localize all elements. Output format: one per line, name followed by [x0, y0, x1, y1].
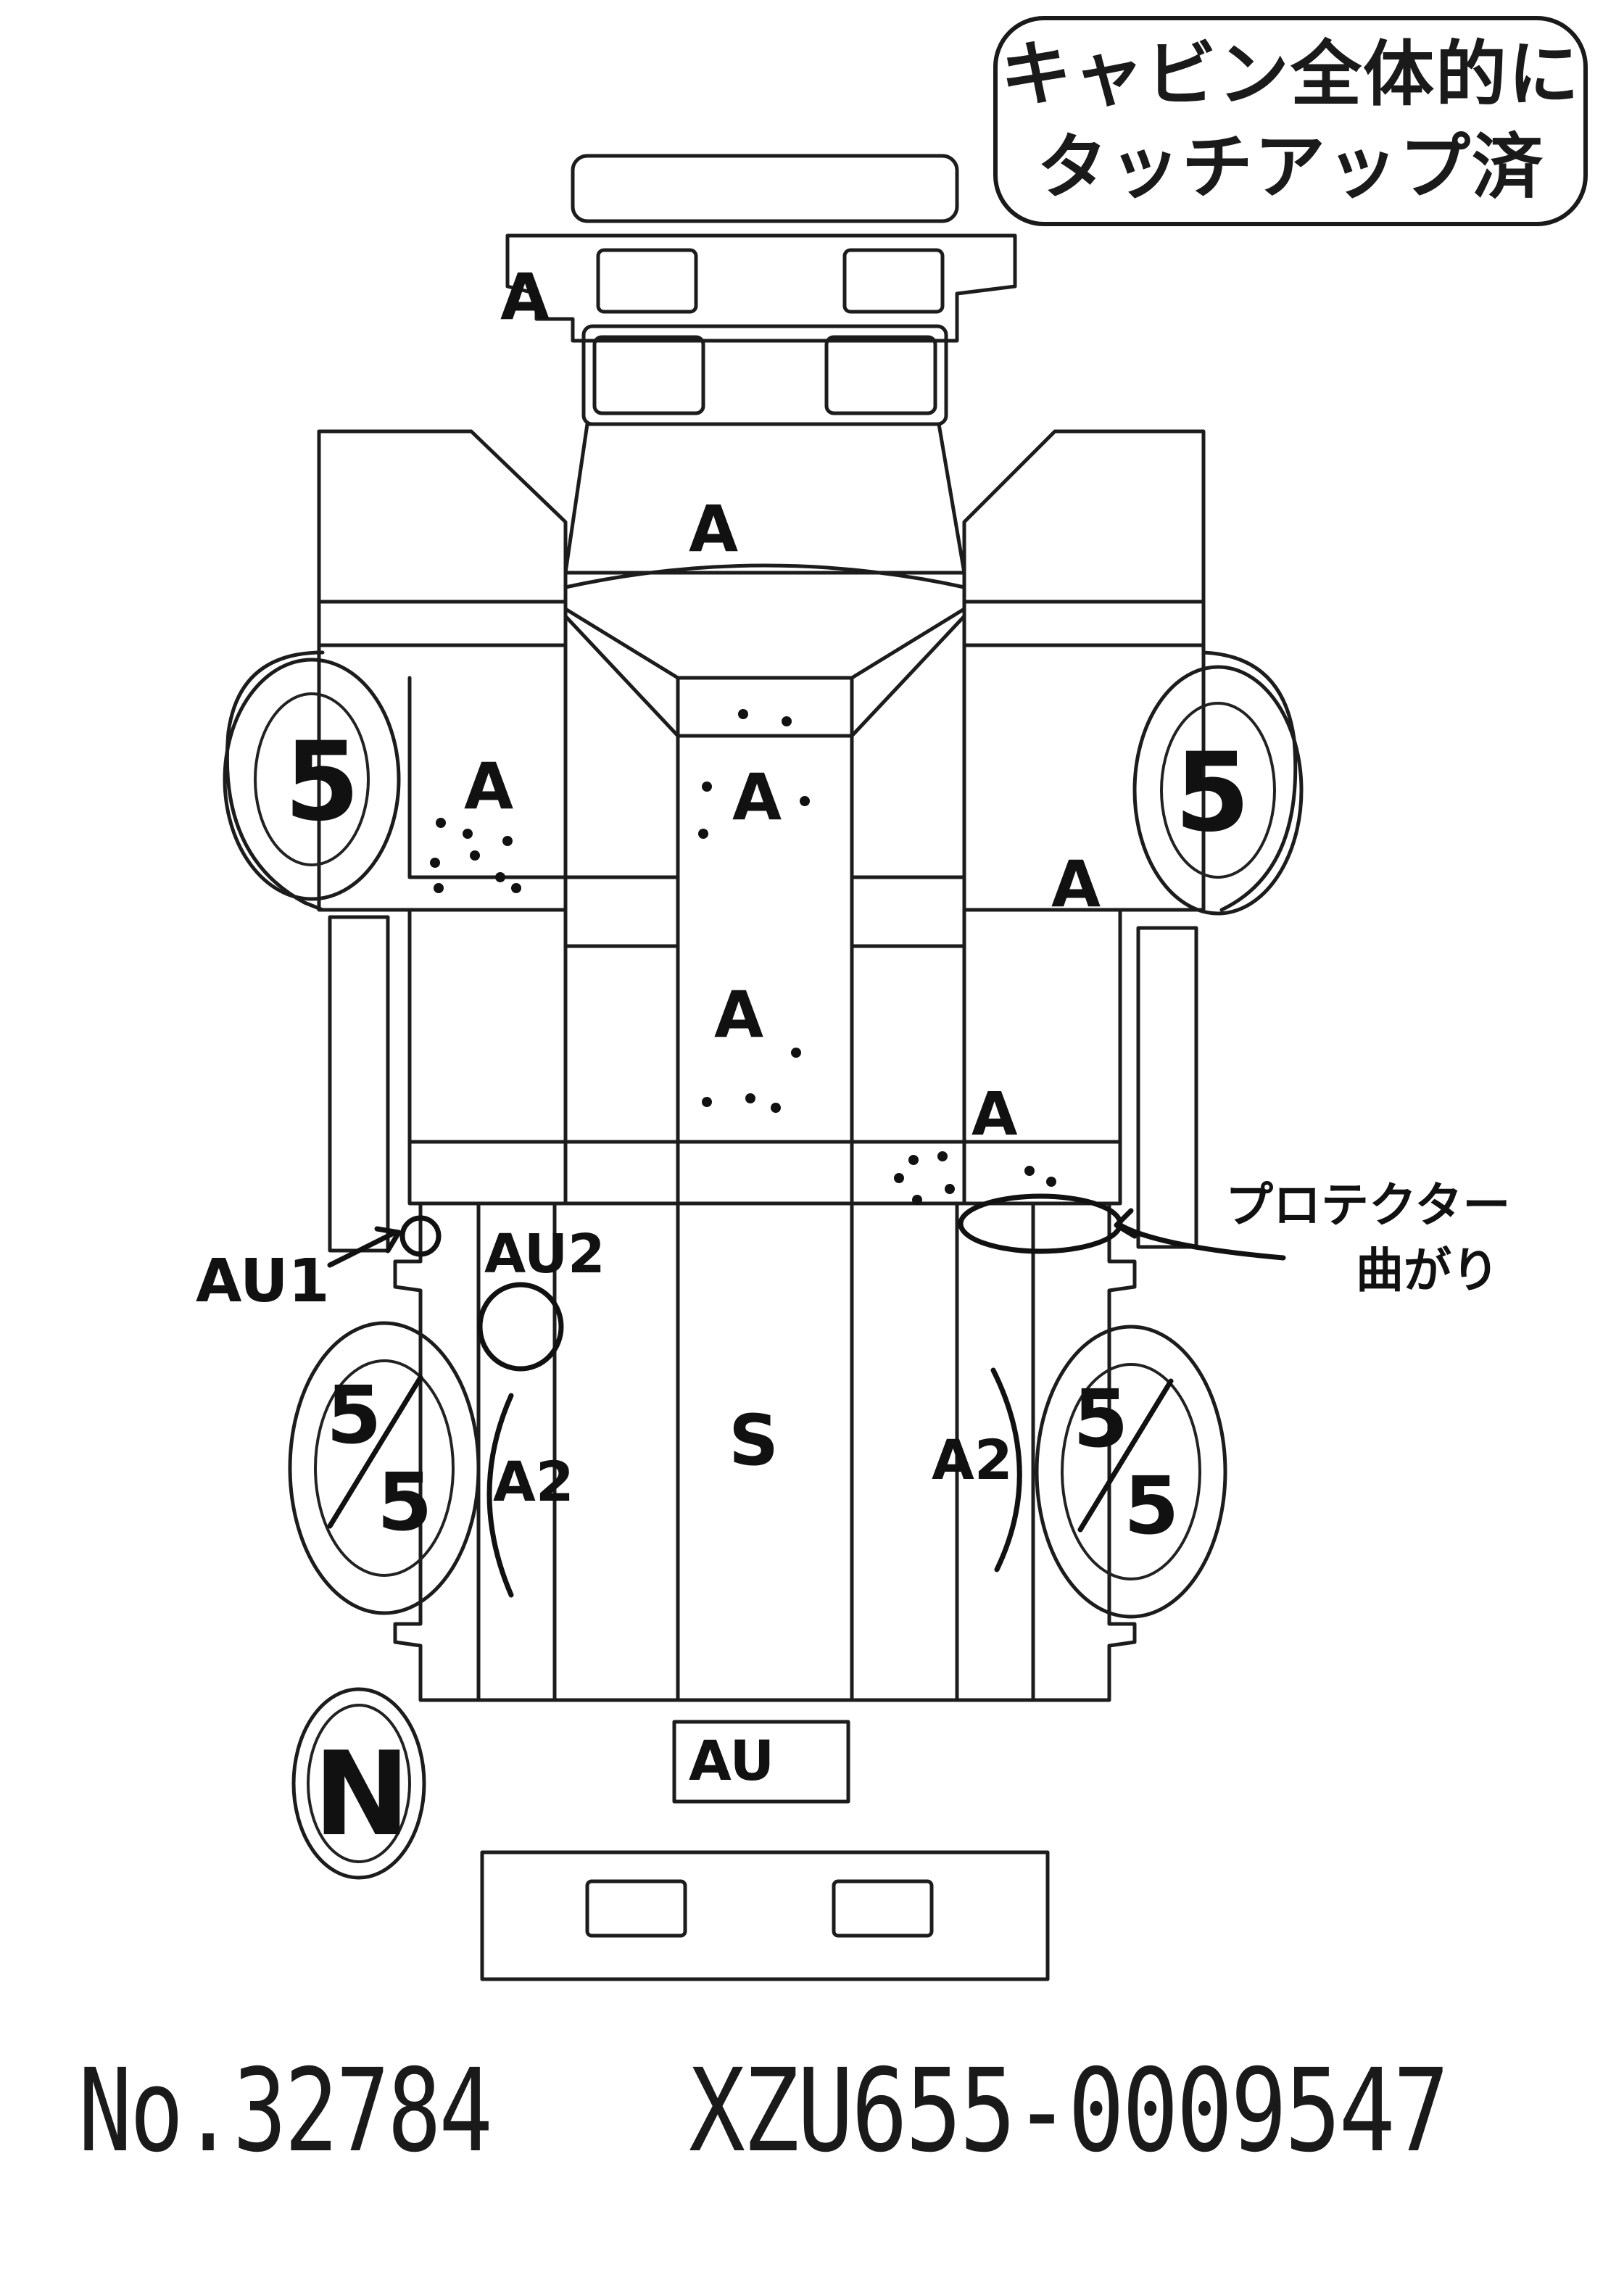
- right-door-window: [1136, 926, 1198, 1249]
- mark-floor: A: [714, 977, 763, 1052]
- left-rear-tire[interactable]: [288, 1321, 481, 1615]
- chassis-number: XZU655-0009547: [689, 2044, 1449, 2178]
- right-front-tire[interactable]: [1132, 665, 1304, 916]
- mark-spare: N: [313, 1726, 410, 1862]
- note-line-2: タッチアップ済: [1036, 126, 1544, 209]
- mark-hood: A: [689, 492, 738, 566]
- cab-right-panel: [962, 429, 1206, 604]
- spare-tire[interactable]: [291, 1687, 426, 1880]
- cab-touchup-note: キャビン全体的に タッチアップ済: [993, 16, 1588, 226]
- mark-front-bumper: A: [500, 260, 550, 334]
- mark-bed: S: [729, 1400, 779, 1481]
- mark-right-front-tire: 5: [1174, 730, 1250, 856]
- cab-right-side: [962, 643, 1206, 1144]
- mark-protector: A: [972, 1080, 1018, 1149]
- front-grille: [571, 154, 959, 223]
- front-bumper: [505, 233, 1017, 343]
- paint-dots: [430, 709, 1056, 1205]
- mark-left-step: AU2: [484, 1223, 605, 1285]
- mark-left-front-tire: 5: [284, 719, 360, 845]
- cab-roof: [563, 607, 680, 879]
- mark-right-rear-fender: A2: [932, 1427, 1013, 1492]
- front-lamp-left: [596, 248, 698, 314]
- hood: [563, 422, 966, 575]
- left-door-window: [328, 915, 390, 1253]
- mark-left-rear-tire-bottom: 5: [377, 1456, 433, 1549]
- protector-note-line1: プロテクター: [1225, 1177, 1510, 1233]
- mark-left-rear-fender: A2: [493, 1449, 574, 1514]
- headlight-right: [824, 335, 937, 415]
- mark-right-rear-tire-top: 5: [1073, 1372, 1129, 1465]
- floor-beam: [407, 1140, 1122, 1206]
- bed-frame: [393, 1201, 1137, 1702]
- rear-bumper: [480, 1850, 1050, 1981]
- note-line-1: キャビン全体的に: [1000, 33, 1580, 116]
- mark-right-rear-tire-bottom: 5: [1124, 1459, 1180, 1552]
- rear-lamp-left: [585, 1879, 687, 1938]
- cab-left-panel: [317, 429, 568, 604]
- windshield: [563, 585, 966, 680]
- footer: No.32784 XZU655-0009547: [0, 2044, 1624, 2189]
- mark-cab-left: A: [464, 749, 513, 824]
- front-lamp-right: [842, 248, 945, 314]
- right-rear-tire[interactable]: [1035, 1325, 1227, 1619]
- protector-note-line2: 曲がり: [1356, 1243, 1499, 1298]
- headlight-left: [592, 335, 705, 415]
- rear-lamp-right: [832, 1879, 934, 1938]
- mark-right-door: A: [1051, 847, 1101, 921]
- windshield-curve: [563, 563, 966, 589]
- rear-panel: [672, 1720, 850, 1804]
- mark-windshield: A: [732, 760, 782, 834]
- damage-marks: A A A A A A A S AU 5 5 5 5 5 5 A2 A2 AU1…: [196, 260, 1286, 1862]
- lot-number: No.32784: [78, 2044, 493, 2178]
- mark-left-rear-tire-top: 5: [326, 1369, 382, 1462]
- mark-left-mirror: AU1: [196, 1247, 330, 1316]
- center-channel: [676, 734, 854, 1702]
- mark-rear: AU: [689, 1728, 774, 1793]
- left-front-tire[interactable]: [223, 658, 401, 901]
